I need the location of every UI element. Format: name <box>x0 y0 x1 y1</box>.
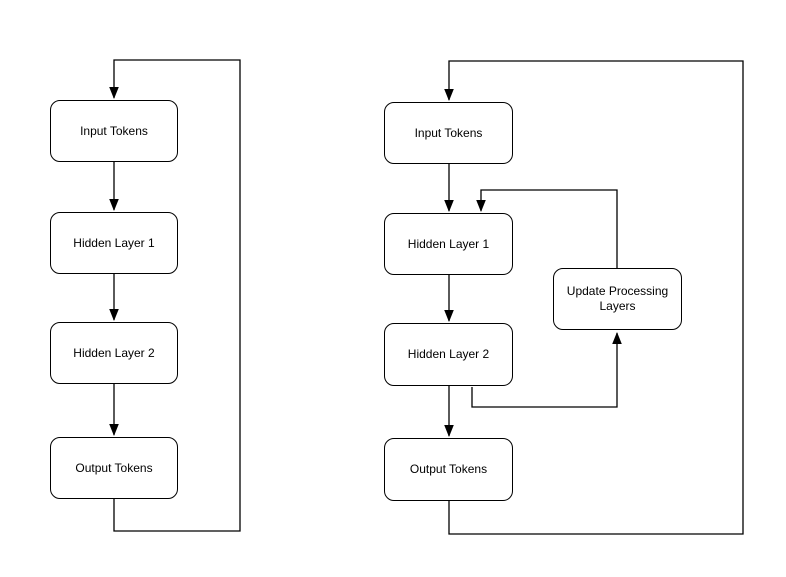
node-label: Input Tokens <box>414 125 483 140</box>
node-label: Hidden Layer 2 <box>407 347 490 361</box>
node-label: Hidden Layer 2 <box>73 345 155 360</box>
node-label: Hidden Layer 1 <box>407 236 490 251</box>
node-right-output-tokens: Output Tokens <box>384 438 513 501</box>
node-label: Output Tokens <box>75 460 153 475</box>
node-right-hidden-layer-2: Hidden Layer 2 <box>384 323 513 386</box>
node-label: Hidden Layer 1 <box>73 235 155 250</box>
node-right-input-tokens: Input Tokens <box>384 102 513 164</box>
node-right-hidden-layer-1: Hidden Layer 1 <box>384 213 513 275</box>
node-label: Update Processing Layers <box>566 284 669 313</box>
node-right-update-processing-layers: Update Processing Layers <box>553 268 682 330</box>
node-left-input-tokens: Input Tokens <box>50 100 178 162</box>
node-label: Output Tokens <box>409 462 488 476</box>
node-left-hidden-layer-1: Hidden Layer 1 <box>50 212 178 274</box>
node-left-output-tokens: Output Tokens <box>50 437 178 499</box>
node-left-hidden-layer-2: Hidden Layer 2 <box>50 322 178 384</box>
node-label: Input Tokens <box>80 123 148 138</box>
